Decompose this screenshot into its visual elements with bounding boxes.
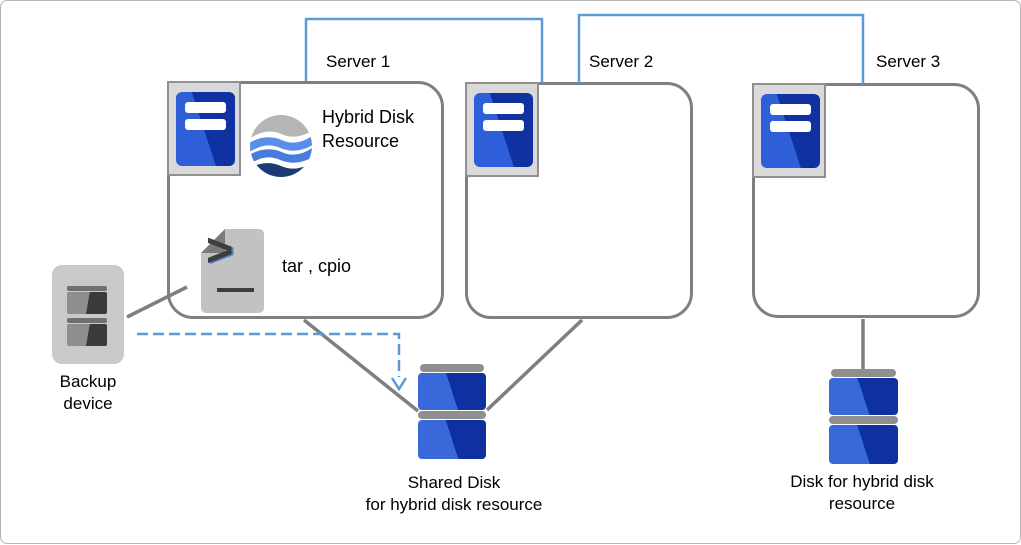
server-3-tower-icon	[752, 83, 826, 178]
tape-drive-slots	[67, 286, 107, 346]
hybrid-disk-label-line2: resource	[828, 494, 896, 513]
server-slot-bar	[185, 119, 226, 130]
hybrid-disk-label-line1: Disk for hybrid disk	[790, 472, 934, 491]
backup-path-dashed-arrow	[137, 332, 401, 377]
server-1-label: Server 1	[326, 52, 391, 71]
terminal-file-icon: >	[201, 223, 264, 313]
server-tower-icon	[176, 92, 235, 166]
drive-body	[67, 292, 107, 314]
backup-device-label: Backup device	[36, 371, 140, 415]
drive-body	[67, 324, 107, 346]
connector-server1-to-shared-disk	[302, 318, 420, 413]
interconnect-link-server2-server3	[577, 13, 865, 84]
disk-cap	[420, 364, 484, 372]
server-3-label: Server 3	[876, 52, 941, 71]
disk-cap	[831, 369, 896, 377]
server-1-tower-icon	[167, 81, 241, 176]
server-2-tower-icon	[465, 82, 539, 177]
server-tower-icon	[761, 94, 820, 168]
hybrid-disk-resource-icon	[250, 115, 312, 177]
disk-cap	[418, 411, 486, 419]
hybrid-disk-label: Disk for hybrid disk resource	[762, 471, 962, 515]
server-slot-bar	[770, 121, 811, 132]
disk-body	[829, 425, 898, 464]
server-tower-icon	[474, 93, 533, 167]
disk-body	[829, 378, 898, 415]
hybrid-disk-resource-label: Hybrid Disk Resource	[322, 107, 415, 151]
arrowhead-down-icon	[390, 377, 408, 392]
drive-bar	[67, 286, 107, 291]
server-2-label: Server 2	[589, 52, 654, 71]
server-slot-bar	[185, 102, 226, 113]
hybrid-disk-icon	[829, 369, 898, 464]
backup-device-label-line1: Backup	[59, 372, 117, 391]
backup-device-label-line2: device	[63, 394, 113, 413]
cursor-underscore-shape	[217, 288, 254, 292]
drive-bar	[67, 318, 107, 323]
tar-cpio-label: tar , cpio	[282, 256, 352, 276]
prompt-glyph: >	[206, 223, 234, 276]
shared-disk-label-line1: Shared Disk	[407, 473, 501, 492]
disk-body	[418, 373, 486, 410]
shared-disk-icon	[418, 364, 486, 459]
connector-server2-to-shared-disk	[485, 318, 584, 412]
shared-disk-label-line2: for hybrid disk resource	[365, 494, 543, 514]
server-slot-bar	[770, 104, 811, 115]
shared-disk-label: Shared Disk for hybrid disk resource	[333, 472, 575, 515]
server-slot-bar	[483, 120, 524, 131]
disk-cap	[829, 416, 898, 424]
disk-body	[418, 420, 486, 459]
backup-device-icon	[52, 265, 124, 364]
server-slot-bar	[483, 103, 524, 114]
